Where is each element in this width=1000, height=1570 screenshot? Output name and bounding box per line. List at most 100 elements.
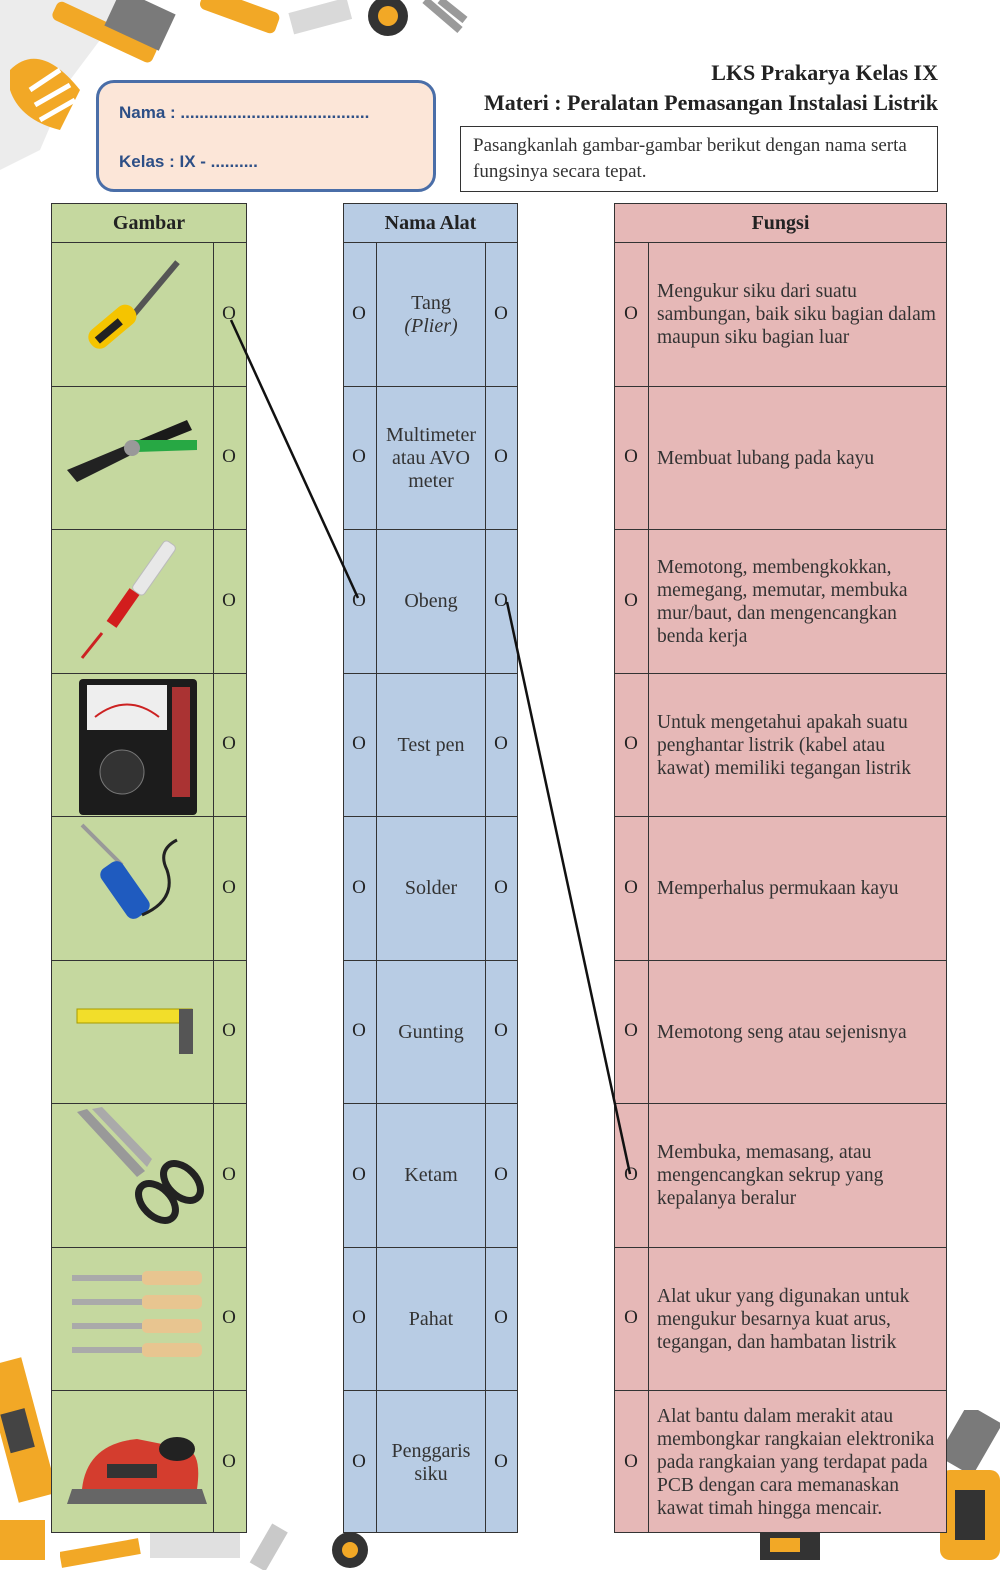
match-point-nama-left[interactable]: O — [352, 733, 366, 755]
function-description: Memperhalus permukaan kayu — [657, 878, 899, 900]
match-point-fungsi[interactable]: O — [624, 1020, 638, 1042]
tool-name: Tang(Plier) — [378, 243, 484, 387]
function-description: Untuk mengetahui apakah suatu penghantar… — [657, 711, 911, 779]
fungsi-row: O Untuk mengetahui apakah suatu penghanta… — [615, 674, 946, 817]
match-point-nama-right[interactable]: O — [494, 1020, 508, 1042]
match-point-fungsi[interactable]: O — [624, 1307, 638, 1329]
match-point-fungsi[interactable]: O — [624, 589, 638, 611]
match-point-fungsi[interactable]: O — [624, 733, 638, 755]
gambar-column: Gambar O O O O O O O O O — [51, 203, 247, 1533]
decorative-tools-top-icon — [0, 0, 468, 170]
gambar-row: O — [52, 1391, 246, 1535]
tool-name-line: Gunting — [398, 1020, 464, 1043]
match-point-gambar[interactable]: O — [222, 589, 236, 611]
match-point-nama-left[interactable]: O — [352, 589, 366, 611]
tool-name-line: Pahat — [408, 1307, 454, 1330]
match-point-nama-right[interactable]: O — [494, 733, 508, 755]
tool-name: Penggaris siku — [378, 1391, 484, 1535]
match-line-screwdriver-obeng — [229, 319, 360, 599]
gambar-column-header: Gambar — [52, 204, 246, 243]
worksheet-subtitle: Materi : Peralatan Pemasangan Instalasi … — [483, 90, 938, 115]
match-point-fungsi[interactable]: O — [624, 1163, 638, 1185]
match-point-gambar[interactable]: O — [222, 1020, 236, 1042]
function-description: Memotong seng atau sejenisnya — [657, 1021, 907, 1043]
match-point-nama-right[interactable]: O — [494, 589, 508, 611]
decorative-tools-bottom-icon — [60, 1523, 368, 1570]
nama-alat-row: O Obeng O — [344, 530, 517, 674]
match-line-obeng-fungsi — [505, 601, 632, 1175]
pliers-icon — [67, 419, 197, 482]
fungsi-row: O Memperhalus permukaan kayu — [615, 817, 946, 961]
match-point-nama-right[interactable]: O — [494, 1307, 508, 1329]
gambar-row: O — [52, 961, 246, 1104]
tool-name-line: Test pen — [397, 733, 465, 756]
match-point-nama-left[interactable]: O — [352, 1020, 366, 1042]
gambar-row: O — [52, 243, 246, 387]
match-point-nama-right[interactable]: O — [494, 302, 508, 324]
nama-alat-row: O Multimeter atau AVO meter O — [344, 387, 517, 531]
tool-name: Pahat — [378, 1248, 484, 1392]
match-point-fungsi[interactable]: O — [624, 1450, 638, 1472]
tool-name: Ketam — [378, 1104, 484, 1248]
electric-planer-icon — [67, 1437, 207, 1504]
match-point-gambar[interactable]: O — [222, 302, 236, 324]
try-square-icon — [76, 1008, 193, 1054]
nama-alat-row: O Penggaris siku O — [344, 1391, 517, 1535]
nama-alat-row: O Gunting O — [344, 961, 517, 1104]
nama-alat-row: O Tang(Plier) O — [344, 243, 517, 387]
screwdriver-icon — [88, 260, 180, 349]
match-point-nama-right[interactable]: O — [494, 876, 508, 898]
match-point-nama-right[interactable]: O — [494, 1450, 508, 1472]
match-point-nama-left[interactable]: O — [352, 446, 366, 468]
instruction-text: Pasangkanlah gambar-gambar berikut denga… — [460, 126, 938, 192]
nama-alat-column-header: Nama Alat — [344, 204, 517, 243]
class-field[interactable]: Kelas : IX - .......... — [119, 152, 258, 171]
tool-name: Test pen — [378, 674, 484, 818]
match-point-nama-right[interactable]: O — [494, 1163, 508, 1185]
tool-name-line: Solder — [404, 877, 458, 900]
function-description: Memotong, membengkokkan, memegang, memut… — [657, 556, 908, 647]
tool-name-line: Obeng — [404, 590, 458, 613]
match-point-gambar[interactable]: O — [222, 876, 236, 898]
match-point-gambar[interactable]: O — [222, 733, 236, 755]
gambar-row: O — [52, 530, 246, 674]
nama-alat-column: Nama Alat O Tang(Plier) O O Multimeter atau … — [343, 203, 518, 1533]
match-point-gambar[interactable]: O — [222, 1307, 236, 1329]
tool-name-subline: (Plier) — [404, 314, 458, 337]
gambar-row: O — [52, 674, 246, 817]
gambar-row: O — [52, 1104, 246, 1248]
match-point-fungsi[interactable]: O — [624, 446, 638, 468]
tool-name-line: Penggaris siku — [391, 1439, 471, 1485]
match-point-fungsi[interactable]: O — [624, 876, 638, 898]
function-description: Membuat lubang pada kayu — [657, 447, 875, 469]
decorative-tools-bottom-right-icon — [760, 1410, 1000, 1560]
match-point-gambar[interactable]: O — [222, 1163, 236, 1185]
decorative-tools-bottom-left-icon — [0, 1357, 58, 1560]
fungsi-row: O Membuka, memasang, atau mengencangkan s… — [615, 1104, 946, 1248]
match-point-fungsi[interactable]: O — [624, 302, 638, 324]
match-point-gambar[interactable]: O — [222, 446, 236, 468]
match-point-nama-left[interactable]: O — [352, 1450, 366, 1472]
function-description: Membuka, memasang, atau mengencangkan se… — [657, 1142, 884, 1210]
nama-alat-row: O Solder O — [344, 817, 517, 961]
match-point-nama-left[interactable]: O — [352, 1163, 366, 1185]
tool-name-line: Multimeter atau AVO meter — [386, 423, 476, 492]
fungsi-column-header: Fungsi — [615, 204, 946, 243]
test-pen-icon — [80, 540, 176, 659]
fungsi-row: O Membuat lubang pada kayu — [615, 387, 946, 530]
match-point-nama-left[interactable]: O — [352, 302, 366, 324]
student-identity-box: Nama : .................................… — [96, 80, 436, 192]
tool-name-line: Tang — [411, 291, 451, 314]
name-field[interactable]: Nama : .................................… — [119, 103, 370, 122]
tool-name: Multimeter atau AVO meter — [378, 387, 484, 531]
match-point-nama-left[interactable]: O — [352, 876, 366, 898]
function-description: Alat ukur yang digunakan untuk mengukur … — [657, 1285, 910, 1353]
match-point-gambar[interactable]: O — [222, 1450, 236, 1472]
match-point-nama-left[interactable]: O — [352, 1307, 366, 1329]
nama-alat-row: O Pahat O — [344, 1248, 517, 1392]
match-point-nama-right[interactable]: O — [494, 446, 508, 468]
gambar-row: O — [52, 817, 246, 961]
